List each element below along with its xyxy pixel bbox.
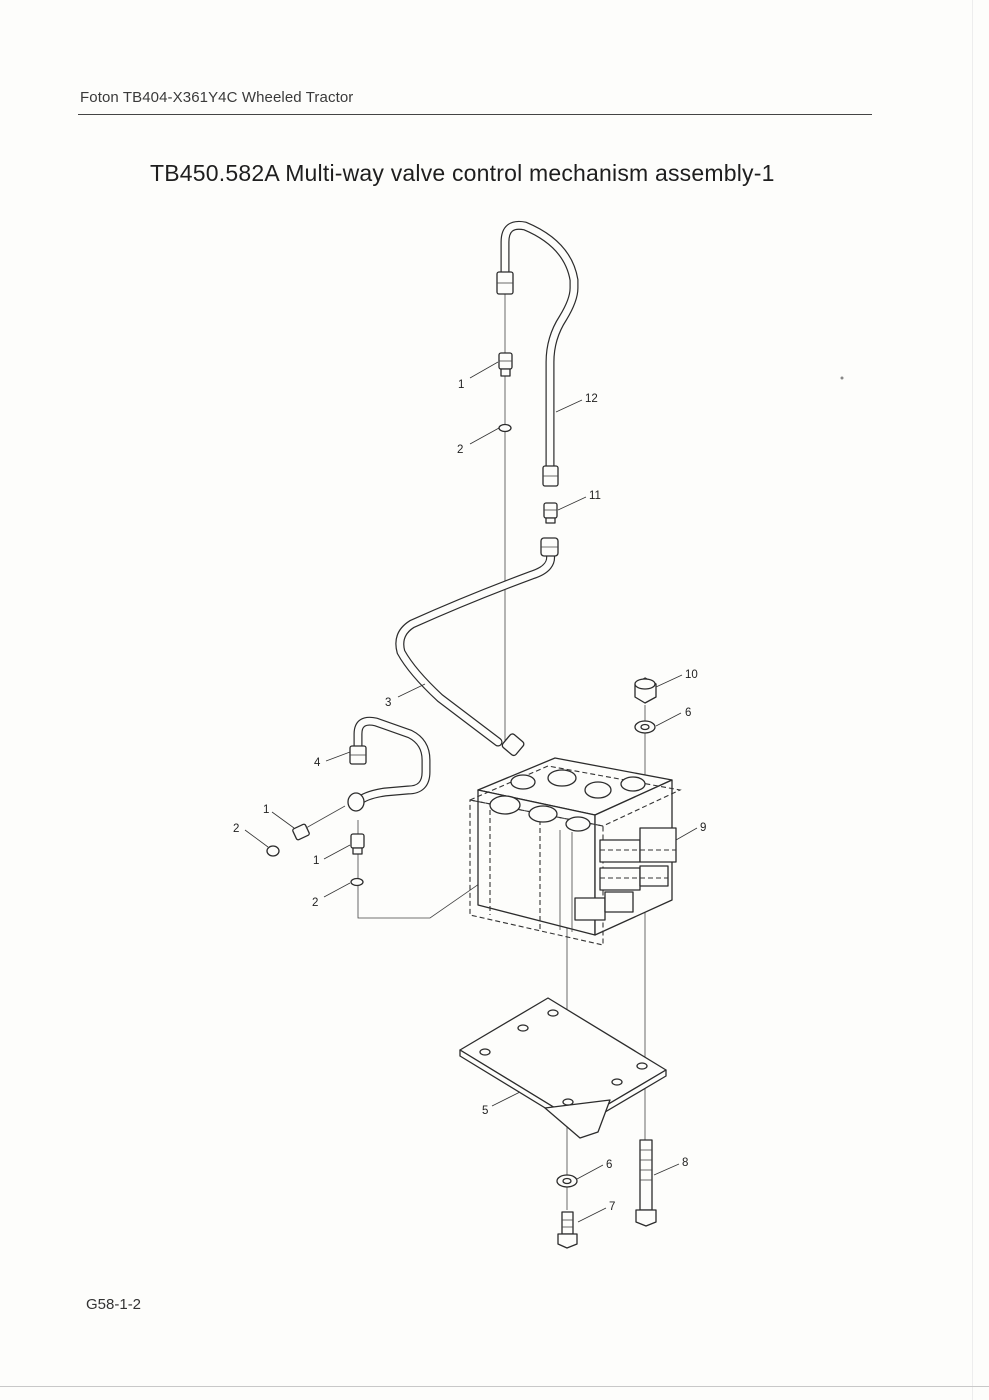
scan-edge bbox=[972, 0, 973, 1400]
callout-4: 4 bbox=[314, 757, 321, 769]
fitting-1-upper bbox=[498, 352, 513, 377]
o-ring-2-left bbox=[266, 845, 280, 857]
callout-leaders bbox=[244, 361, 698, 1223]
bolt-8 bbox=[635, 1139, 657, 1227]
fitting-1-mid bbox=[350, 833, 365, 855]
scan-speck bbox=[840, 376, 844, 380]
washer-6-lower bbox=[556, 1174, 578, 1188]
fitting-1-left bbox=[292, 805, 346, 841]
pipe-3 bbox=[395, 537, 559, 757]
callout-3: 3 bbox=[385, 697, 391, 709]
nut-10 bbox=[634, 677, 657, 704]
callout-2-left: 2 bbox=[233, 823, 239, 835]
header-rule bbox=[78, 114, 872, 115]
multi-way-valve-9 bbox=[468, 757, 682, 946]
page-title: TB450.582A Multi-way valve control mecha… bbox=[150, 160, 775, 186]
bottom-rule bbox=[0, 1386, 989, 1387]
callout-9: 9 bbox=[700, 822, 706, 834]
callout-1-upper: 1 bbox=[458, 379, 464, 391]
mounting-bracket-5 bbox=[459, 997, 667, 1139]
callout-2-upper: 2 bbox=[457, 444, 463, 456]
o-ring-2-mid bbox=[350, 877, 364, 887]
callout-11: 11 bbox=[589, 490, 601, 502]
page-code: G58-1-2 bbox=[86, 1296, 142, 1313]
callout-10: 10 bbox=[685, 669, 698, 681]
o-ring-2-upper bbox=[498, 423, 512, 433]
callout-1-mid: 1 bbox=[313, 855, 319, 867]
document-header: Foton TB404-X361Y4C Wheeled Tractor bbox=[80, 89, 354, 106]
washer-6-upper bbox=[634, 720, 656, 734]
pipe-4 bbox=[347, 716, 431, 812]
callout-6-lower: 6 bbox=[606, 1159, 612, 1171]
callout-8: 8 bbox=[682, 1157, 688, 1169]
callout-6-upper: 6 bbox=[685, 707, 691, 719]
callout-12: 12 bbox=[585, 393, 598, 405]
pipe-12 bbox=[496, 220, 579, 487]
callout-2-mid: 2 bbox=[312, 897, 318, 909]
callout-5: 5 bbox=[482, 1105, 488, 1117]
bolt-7 bbox=[557, 1211, 578, 1249]
callout-7: 7 bbox=[609, 1201, 615, 1213]
callout-1-left: 1 bbox=[263, 804, 269, 816]
fitting-11 bbox=[543, 502, 558, 524]
callout-labels: 1 2 12 11 3 10 6 4 1 2 1 9 2 5 8 6 7 bbox=[233, 379, 706, 1213]
